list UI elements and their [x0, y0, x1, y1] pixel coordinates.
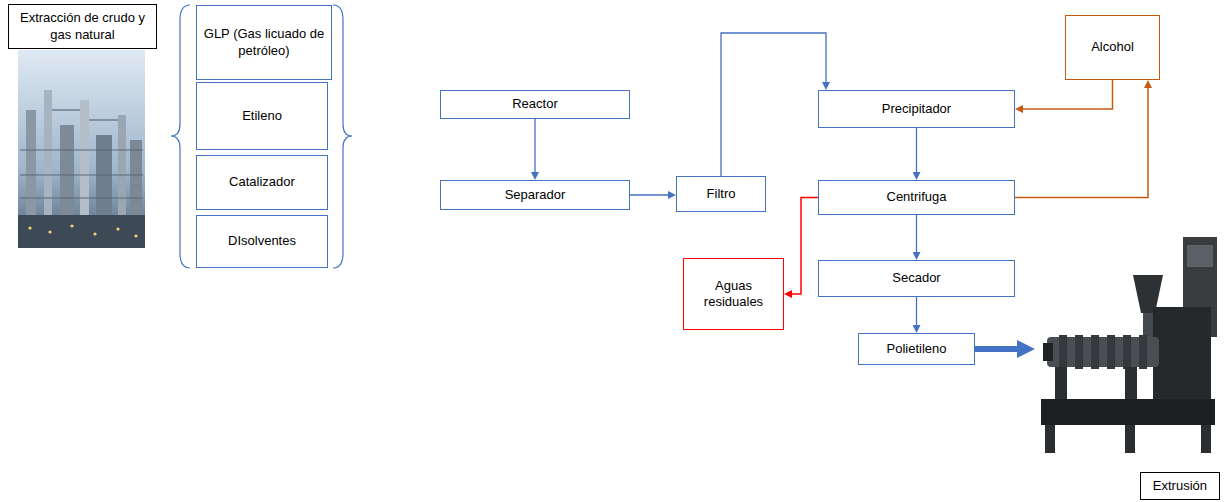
extruder-picture [1035, 235, 1220, 461]
process-box: Separador [440, 180, 630, 210]
product-box: Polietileno [858, 333, 975, 365]
input-box: Etileno [196, 82, 328, 150]
node-label: Filtro [707, 186, 736, 202]
waste-box: Aguas residuales [683, 258, 784, 330]
refinery-picture [18, 50, 145, 248]
flow-arrow [916, 297, 917, 325]
process-box: Precipitador [818, 90, 1015, 128]
process-box: Centrifuga [818, 180, 1015, 215]
extruder-node: Extrusión [1035, 235, 1220, 500]
flow-arrow [721, 33, 826, 176]
input-box: Catalizador [196, 155, 328, 210]
node-label: Extrusión [1140, 472, 1220, 500]
process-box: Secador [818, 260, 1015, 297]
node-label: Precipitador [882, 101, 951, 117]
process-box: Reactor [440, 90, 630, 119]
flow-arrow [534, 119, 535, 172]
flow-arrow [1015, 88, 1148, 198]
node-label: Centrifuga [887, 189, 947, 205]
node-label: Extracción de crudo y gas natural [13, 10, 152, 43]
flow-arrow [1023, 80, 1113, 109]
flow-arrow [916, 128, 917, 172]
node-label: Etileno [242, 108, 282, 124]
flow-arrow [630, 194, 668, 195]
flow-arrow [975, 346, 1017, 352]
flow-arrow [792, 198, 818, 295]
recycle-box: Alcohol [1065, 15, 1160, 80]
node-label: DIsolventes [228, 233, 296, 249]
node-label: Aguas residuales [688, 278, 779, 311]
node-label: Catalizador [229, 174, 295, 190]
node-label: Alcohol [1091, 39, 1134, 55]
input-box: DIsolventes [196, 215, 328, 268]
grouping-brace [171, 5, 352, 268]
source-box: Extracción de crudo y gas natural [8, 4, 157, 49]
process-box: Filtro [676, 176, 766, 212]
node-label: Separador [505, 187, 566, 203]
node-label: Secador [892, 270, 940, 286]
node-label: Polietileno [887, 341, 947, 357]
node-label: GLP (Gas licuado de petróleo) [201, 26, 327, 59]
node-label: Reactor [512, 96, 558, 112]
flow-arrow [916, 215, 917, 252]
input-box: GLP (Gas licuado de petróleo) [196, 5, 332, 80]
